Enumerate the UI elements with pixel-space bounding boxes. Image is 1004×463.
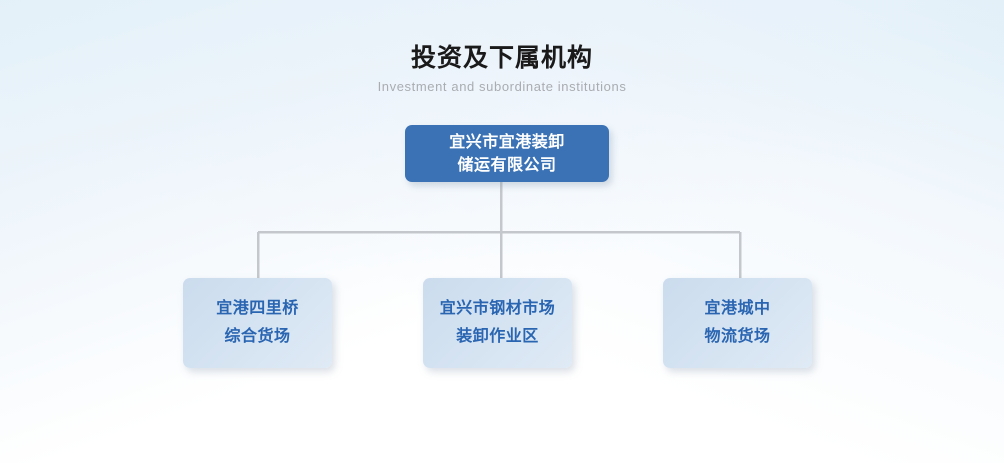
page-subtitle: Investment and subordinate institutions [377, 79, 627, 94]
page-title: 投资及下属机构 [410, 44, 593, 72]
org-node-child-1-line1: 宜兴市钢材市场 [439, 300, 556, 317]
org-node-child-1-line2: 装卸作业区 [456, 328, 539, 345]
org-node-child-2-line1: 宜港城中 [704, 300, 771, 317]
org-node-root[interactable]: 宜兴市宜港装卸 储运有限公司 [405, 125, 609, 182]
org-node-child-2[interactable]: 宜港城中 物流货场 [663, 278, 812, 368]
org-node-child-2-line2: 物流货场 [704, 328, 771, 345]
org-node-child-1[interactable]: 宜兴市钢材市场 装卸作业区 [423, 278, 572, 368]
org-node-root-line2: 储运有限公司 [457, 156, 557, 174]
org-node-child-0-line2: 综合货场 [224, 328, 291, 345]
org-node-child-0[interactable]: 宜港四里桥 综合货场 [183, 278, 332, 368]
org-node-root-line1: 宜兴市宜港装卸 [449, 133, 565, 151]
page-header: 投资及下属机构 Investment and subordinate insti… [0, 42, 1004, 95]
org-node-child-0-line1: 宜港四里桥 [216, 300, 299, 317]
